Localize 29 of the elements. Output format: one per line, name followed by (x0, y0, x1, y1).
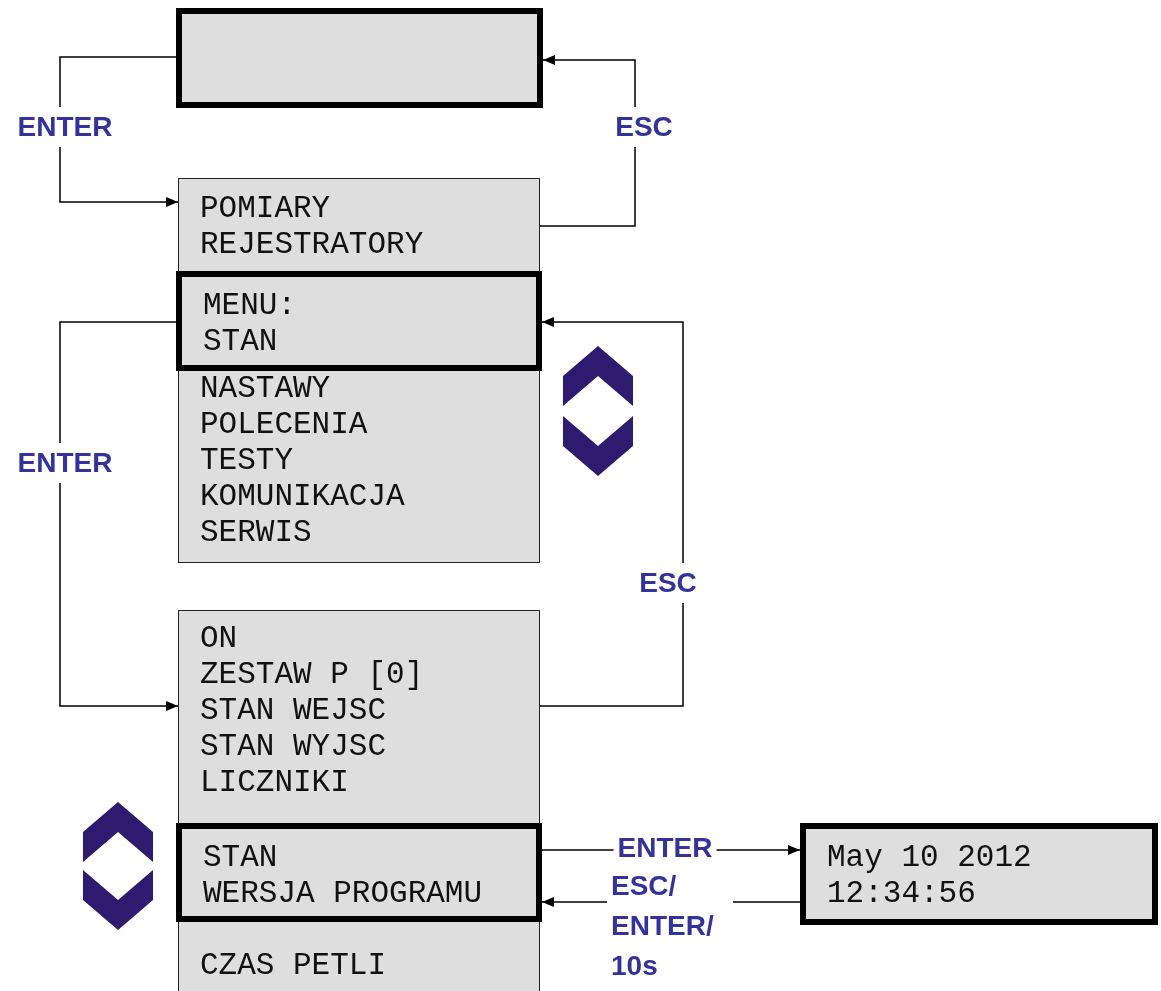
menu-panel (178, 610, 540, 991)
highlighted-menu-item: STAN (203, 324, 278, 360)
menu-item: SERWIS (200, 515, 312, 551)
menu-item: STAN WEJSC (200, 693, 387, 729)
menu-item: KOMUNIKACJA (200, 479, 405, 515)
menu-item: REJESTRATORY (200, 227, 424, 263)
highlighted-menu-item: WERSJA PROGRAMU (203, 876, 483, 912)
menu-item: LICZNIKI (200, 765, 349, 801)
menu-panel (178, 178, 540, 563)
display-text: May 10 2012 (827, 840, 1032, 876)
highlighted-menu-box (176, 823, 542, 922)
menu-item: NASTAWY (200, 371, 331, 407)
menu-item: CZAS PETLI (200, 948, 387, 984)
arrow (539, 317, 684, 707)
menu-item: ZESTAW P [0] (200, 657, 424, 693)
display-box (800, 823, 1158, 925)
menu-item: TESTY (200, 443, 293, 479)
menu-item: POMIARY (200, 191, 331, 227)
display-text: 12:34:56 (827, 876, 976, 912)
highlighted-menu-box (176, 271, 542, 371)
menu-item: STAN WYJSC (200, 729, 387, 765)
arrow (59, 56, 179, 207)
display-box (176, 8, 543, 108)
menu-item: POLECENIA (200, 407, 368, 443)
menu-item: ON (200, 621, 238, 657)
highlighted-menu-item: MENU: (203, 288, 296, 324)
arrow (59, 321, 179, 711)
arrow (539, 55, 636, 227)
highlighted-menu-item: STAN (203, 840, 278, 876)
